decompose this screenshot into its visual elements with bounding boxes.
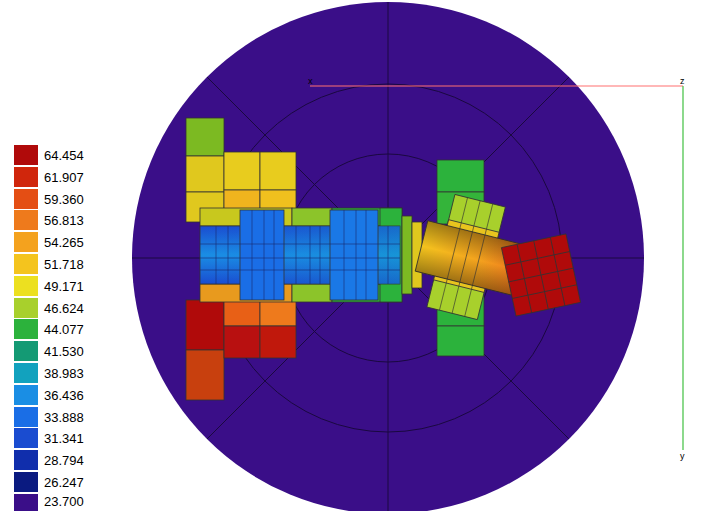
x-axis-line (310, 85, 683, 86)
axis-label: z (680, 76, 685, 86)
legend-swatch (14, 298, 38, 318)
y-axis-line (682, 86, 683, 450)
mesh-lines (132, 2, 644, 511)
legend-value: 46.624 (44, 301, 84, 316)
legend-value: 44.077 (44, 322, 84, 337)
legend-value: 31.341 (44, 431, 84, 446)
legend-value: 49.171 (44, 279, 84, 294)
legend-value: 61.907 (44, 170, 84, 185)
legend-swatch (14, 341, 38, 361)
legend-swatch (14, 254, 38, 274)
legend-swatch (14, 210, 38, 230)
axis-label: x (308, 76, 313, 86)
legend-swatch (14, 363, 38, 383)
legend-swatch (14, 232, 38, 252)
legend-swatch (14, 472, 38, 492)
legend-swatch (14, 167, 38, 187)
shaft (200, 210, 400, 300)
legend-swatch (14, 494, 38, 511)
legend-swatch (14, 319, 38, 339)
legend-swatch (14, 450, 38, 470)
domain-disk (132, 2, 644, 511)
legend-value: 38.983 (44, 366, 84, 381)
sleeve (200, 208, 422, 302)
legend-swatch (14, 385, 38, 405)
legend-value: 56.813 (44, 213, 84, 228)
legend-swatch (14, 189, 38, 209)
legend-value: 51.718 (44, 257, 84, 272)
legend-value: 33.888 (44, 410, 84, 425)
legend-swatch (14, 428, 38, 448)
end-block (501, 234, 580, 316)
legend-value: 36.436 (44, 388, 84, 403)
legend-swatch (14, 145, 38, 165)
legend-value: 26.247 (44, 475, 84, 490)
legend-value: 59.360 (44, 192, 84, 207)
legend-value: 64.454 (44, 148, 84, 163)
axis-label: y (680, 451, 685, 461)
legend-value: 28.794 (44, 453, 84, 468)
legend-value: 23.700 (44, 494, 84, 509)
legend-value: 54.265 (44, 235, 84, 250)
legend-swatch (14, 276, 38, 296)
legend-swatch (14, 407, 38, 427)
legend-value: 41.530 (44, 344, 84, 359)
